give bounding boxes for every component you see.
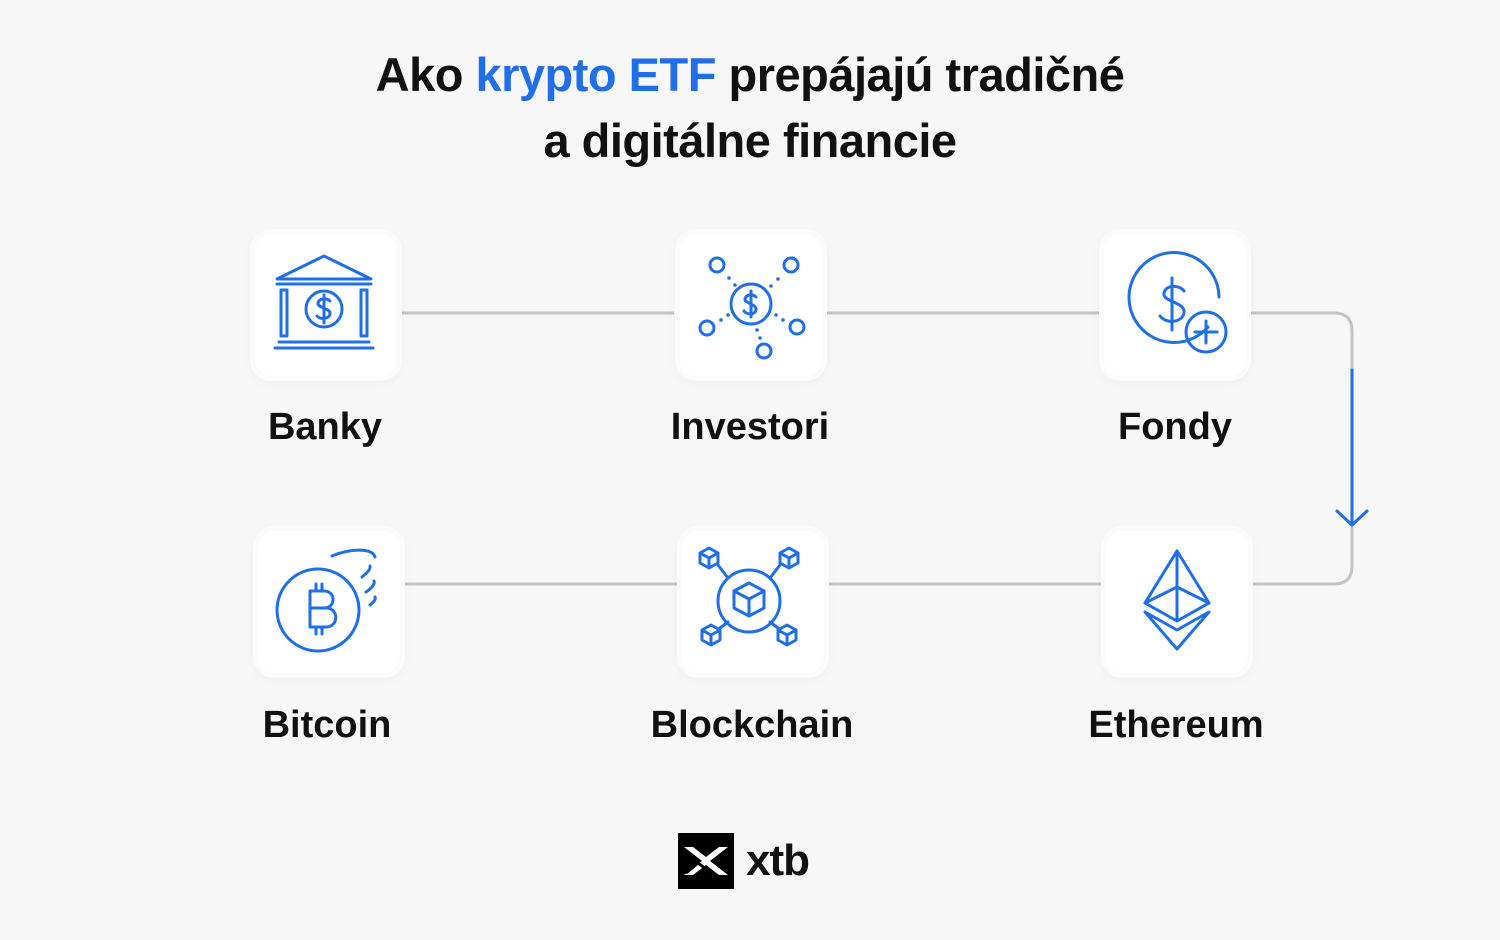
investor-network-icon xyxy=(698,256,806,360)
title-line-2: a digitálne financie xyxy=(543,114,957,167)
node-label-fondy: Fondy xyxy=(1118,406,1232,448)
node-card-fondy xyxy=(1104,234,1246,376)
blockchain-cubes-icon xyxy=(698,546,800,647)
node-label-ethereum: Ethereum xyxy=(1088,704,1264,746)
bitcoin-coin-icon xyxy=(275,548,377,653)
xtb-logo: xtb xyxy=(678,833,810,889)
node-card-banky xyxy=(255,234,397,376)
flow-arrow-down-icon xyxy=(1335,368,1369,527)
xtb-logo-text: xtb xyxy=(746,836,810,885)
node-card-investori xyxy=(680,234,822,376)
title-highlight: krypto ETF xyxy=(475,48,716,101)
dollar-plus-coin-icon xyxy=(1127,251,1228,354)
title-line-1: Ako krypto ETF prepájajú tradičné xyxy=(375,48,1125,101)
ethereum-icon xyxy=(1143,549,1211,651)
xtb-logo-mark-icon xyxy=(678,833,734,889)
page-title: Ako krypto ETF prepájajú tradičné a digi… xyxy=(0,42,1500,174)
node-label-blockchain: Blockchain xyxy=(650,704,854,746)
bank-icon xyxy=(273,254,375,350)
node-label-investori: Investori xyxy=(670,406,830,448)
node-card-blockchain xyxy=(682,531,824,673)
node-card-ethereum xyxy=(1106,531,1248,673)
node-card-bitcoin xyxy=(258,531,400,673)
node-label-banky: Banky xyxy=(267,406,383,448)
node-label-bitcoin: Bitcoin xyxy=(262,704,392,746)
